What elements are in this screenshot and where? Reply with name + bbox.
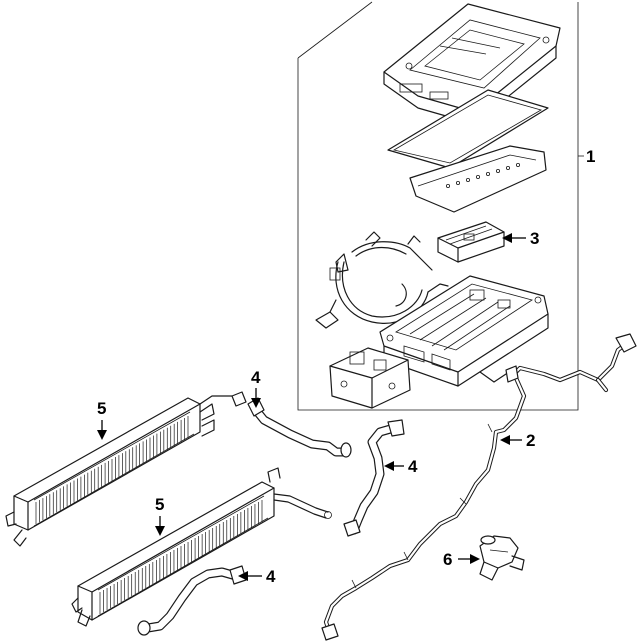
wiring-harness [321,333,637,641]
coolant-hose-lower [137,565,247,636]
lower-radiator [71,467,332,627]
callout-4-lower: 4 [238,567,276,586]
insulation-sheet [409,145,547,213]
control-module [437,221,505,263]
callout-6: 6 [443,550,480,569]
coolant-hose-upper [247,397,352,458]
callout-5-upper: 5 [97,399,107,440]
callout-number: 5 [155,495,164,514]
callout-number: 4 [266,567,276,586]
junction-box [329,347,411,409]
callout-1: 1 [586,147,595,166]
upper-radiator [5,391,247,547]
callout-number: 3 [530,229,539,248]
callout-number: 4 [251,368,261,387]
callout-4-upper: 4 [251,368,261,408]
callout-2: 2 [500,431,535,450]
callout-3: 3 [502,229,539,248]
callout-5-lower: 5 [155,495,165,536]
coolant-pump [479,535,525,581]
high-voltage-harness [315,231,449,329]
coolant-hose-middle [343,419,405,537]
callout-number: 6 [443,550,452,569]
callout-number: 1 [586,147,595,166]
callout-number: 2 [526,431,535,450]
callout-number: 5 [97,399,106,418]
callout-4-middle: 4 [384,457,418,476]
assembly-bracket [297,1,584,411]
inverter-assembly [379,275,549,387]
cover-gasket [387,89,549,169]
callout-number: 4 [408,457,418,476]
